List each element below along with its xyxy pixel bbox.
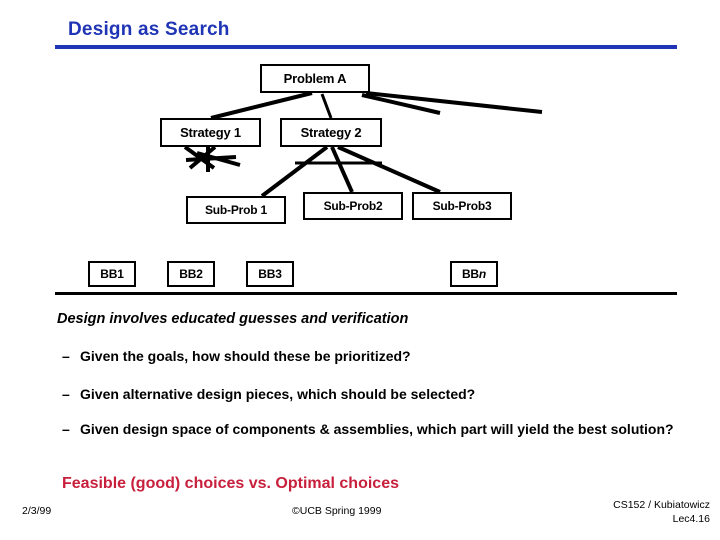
footer-copyright: ©UCB Spring 1999 [292, 505, 382, 517]
node-problem-a[interactable]: Problem A [260, 64, 370, 93]
node-subprob-2[interactable]: Sub-Prob2 [303, 192, 403, 220]
bullet-item-2: – Given alternative design pieces, which… [62, 386, 475, 402]
footer-date: 2/3/99 [22, 505, 52, 517]
title-divider [55, 45, 677, 49]
node-bbn-prefix: BB [461, 267, 479, 281]
bullet-dash-icon: – [62, 421, 70, 437]
bullet-dash-icon: – [62, 348, 70, 364]
bullet-text-3: Given design space of components & assem… [80, 421, 674, 437]
node-subprob-1[interactable]: Sub-Prob 1 [186, 196, 286, 224]
bullet-item-1: – Given the goals, how should these be p… [62, 348, 411, 364]
diagram-connector-lines [183, 91, 543, 198]
node-strategy-2[interactable]: Strategy 2 [280, 118, 382, 147]
feasible-vs-optimal-statement: Feasible (good) choices vs. Optimal choi… [62, 475, 399, 492]
diagram-divider [55, 292, 677, 295]
page-title: Design as Search [68, 19, 230, 40]
footer-course: CS152 / Kubiatowicz [613, 499, 710, 511]
design-search-tree-diagram: Problem A Strategy 1 Strategy 2 Sub-Prob… [88, 64, 543, 287]
footer-course-info: CS152 / Kubiatowicz Lec4.16 [613, 498, 710, 526]
node-subprob-3[interactable]: Sub-Prob3 [412, 192, 512, 220]
bullet-dash-icon: – [62, 386, 70, 402]
bullet-text-2: Given alternative design pieces, which s… [80, 386, 476, 402]
node-bb2[interactable]: BB2 [167, 261, 215, 287]
footer-lecture: Lec4.16 [672, 513, 710, 525]
node-bb3[interactable]: BB3 [246, 261, 294, 287]
lead-statement: Design involves educated guesses and ver… [57, 311, 409, 327]
bullet-item-3: – Given design space of components & ass… [62, 421, 674, 437]
node-bbn-suffix: n [478, 267, 487, 281]
node-strategy-1[interactable]: Strategy 1 [160, 118, 261, 147]
bullet-text-1: Given the goals, how should these be pri… [80, 348, 411, 364]
node-bb1[interactable]: BB1 [88, 261, 136, 287]
